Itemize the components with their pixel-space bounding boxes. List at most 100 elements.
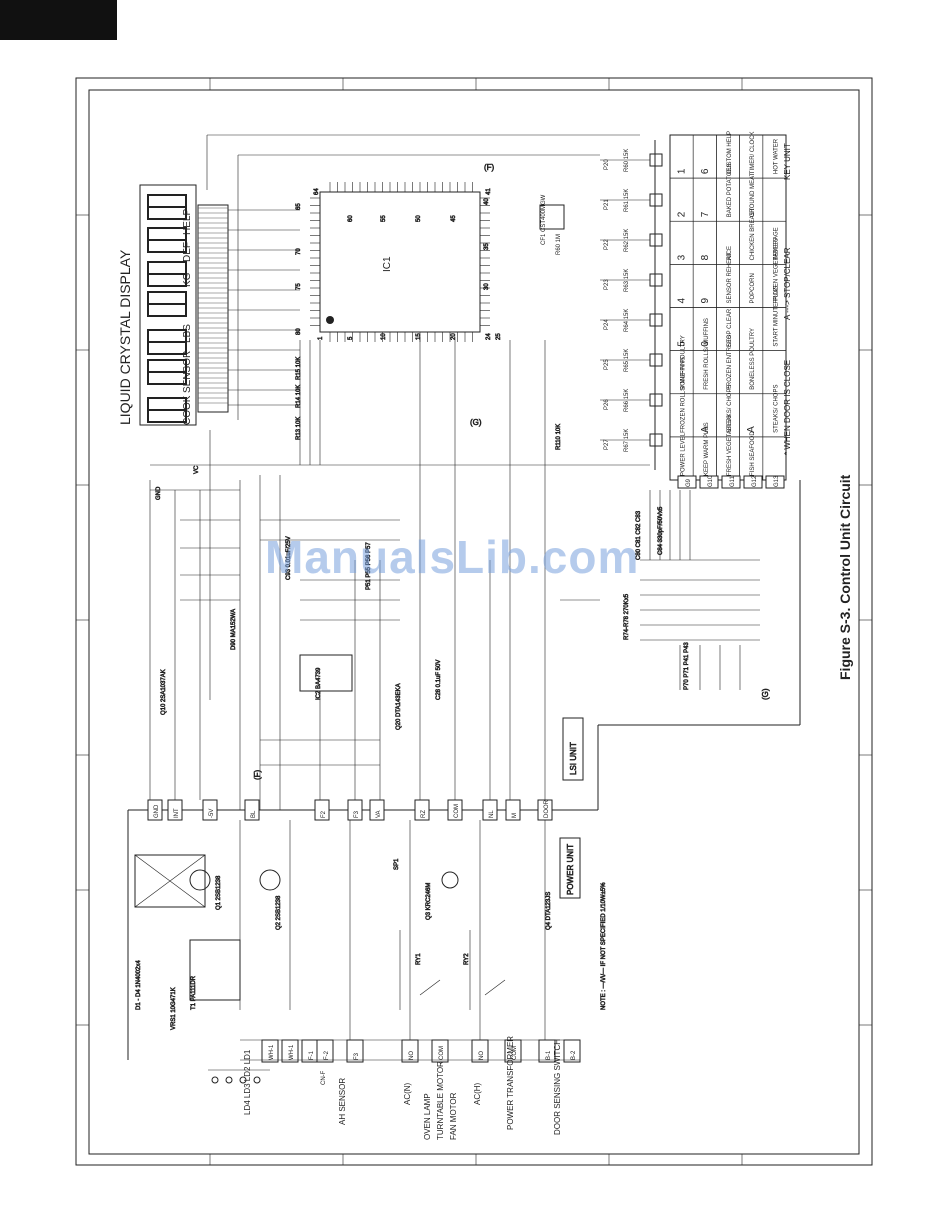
- svg-text:Q1 2SB1238: Q1 2SB1238: [216, 875, 222, 910]
- ic1-pin-number: 41: [486, 188, 492, 195]
- outer-frame: [75, 77, 873, 1166]
- svg-text:C80 C81 C82 C83: C80 C81 C82 C83: [636, 510, 642, 560]
- pull-resistor-label: R64 15K: [624, 309, 630, 332]
- keypad-legend: A ---> STOP/CLEAR: [783, 247, 792, 320]
- svg-text:T1 PA111DR: T1 PA111DR: [191, 975, 197, 1010]
- device-label: TURNTABLE MOTOR: [436, 1061, 445, 1140]
- svg-text:R14 10K: R14 10K: [296, 385, 302, 408]
- keypad-key: BAKED POTATOES: [727, 164, 733, 218]
- svg-text:P70 P71 P41 P43: P70 P71 P41 P43: [684, 642, 690, 690]
- bus-connector: INT: [174, 808, 180, 818]
- svg-text:RY1: RY1: [416, 953, 422, 965]
- svg-text:Q3 KRC246M: Q3 KRC246M: [426, 883, 432, 920]
- keypad-key: BONELESS POULTRY: [750, 328, 756, 390]
- bus-connector: -5V: [209, 809, 215, 818]
- pull-resistor-label: R66 15K: [624, 389, 630, 412]
- lcd-bus: [206, 134, 640, 700]
- svg-text:D1 - D4 1N4002x4: D1 - D4 1N4002x4: [136, 960, 142, 1010]
- keypad-key: BEVERAGE: [773, 227, 779, 260]
- left-connector: F3: [354, 1052, 360, 1060]
- keypad-key: POPCORN: [750, 273, 756, 303]
- svg-text:C93 0.01uF/25V: C93 0.01uF/25V: [286, 536, 292, 580]
- device-label: AC(H): [473, 1082, 482, 1105]
- ic1-pin-number: 24: [486, 333, 492, 340]
- lsi-analog: LSI UNIT IC2 BA4739 Q10 2SA1037AK D90 MA…: [149, 163, 770, 810]
- pull-resistor-label: R67 15K: [624, 429, 630, 452]
- bus-connector: BL: [251, 810, 257, 818]
- keypad-key: 8: [700, 254, 711, 260]
- keypad-key: 2: [677, 211, 688, 217]
- key-connector: G9: [686, 478, 692, 487]
- keypad-key: KEEP WARM PLUS: [704, 422, 710, 476]
- svg-text:SP1: SP1: [394, 858, 400, 870]
- lcd-indicator-def: DEF: [182, 242, 193, 262]
- figure-caption: Figure S-3. Control Unit Circuit: [837, 474, 853, 680]
- lsi-unit-label: LSI UNIT: [569, 742, 578, 775]
- keypad-key: 7: [700, 211, 711, 217]
- bus-connector: VA: [376, 810, 382, 818]
- lcd-digit: [147, 194, 187, 220]
- pull-resistor-label: R61 15K: [624, 189, 630, 212]
- left-connector: COM: [512, 1046, 518, 1060]
- device-label: DOOR SENSING SWITCH: [553, 1039, 562, 1135]
- device-label: POWER TRANSFORMER: [506, 1036, 515, 1130]
- port-label: P21: [604, 199, 610, 210]
- keypad-key: FROZEN ROLLS/ MUFFINS: [681, 357, 687, 433]
- keypad-key: FRESH VEGETABLES: [727, 415, 733, 476]
- port-label: P27: [604, 439, 610, 450]
- keypad-key: BONE-IN POULTRY: [681, 335, 687, 389]
- svg-text:R60 1M: R60 1M: [556, 234, 562, 255]
- svg-text:VC: VC: [194, 465, 200, 474]
- keypad-key: SENSOR REHEAT: [727, 252, 733, 303]
- led-icon: [253, 1076, 261, 1084]
- keypad-key: CHICKEN BREAST: [750, 207, 756, 260]
- svg-text:IC2 BA4739: IC2 BA4739: [316, 667, 322, 700]
- bus-connector: COM: [454, 804, 460, 818]
- keypad-key: STEAKS/ CHOPS: [727, 385, 733, 433]
- bus-connector: DOOR: [544, 799, 550, 818]
- keypad-key: A: [746, 426, 757, 433]
- keypad-key: FISH SEAFOOD: [750, 431, 756, 476]
- key-connector: G13: [774, 475, 780, 487]
- ic1-pin-number: 65: [296, 203, 302, 210]
- port-label: P23: [604, 279, 610, 290]
- svg-text:Q4 DTA123JS: Q4 DTA123JS: [546, 892, 552, 930]
- ic1-label: IC1: [382, 256, 393, 272]
- ic1-pin-number: 5: [348, 336, 354, 340]
- led-icon: [239, 1076, 247, 1084]
- power-unit-label: POWER UNIT: [566, 844, 575, 895]
- keypad-key: TIMER/ CLOCK: [750, 131, 756, 174]
- key-connector: G10: [708, 475, 714, 487]
- svg-text:R110 10K: R110 10K: [556, 424, 562, 450]
- keypad-key: STOP CLEAR: [727, 308, 733, 346]
- lcd-title: LIQUID CRYSTAL DISPLAY: [117, 249, 133, 425]
- keypad-key: HOT WATER: [773, 138, 779, 174]
- port-label: P26: [604, 399, 610, 410]
- ic1-pin-number: 35: [484, 243, 490, 250]
- port-label: P20: [604, 159, 610, 170]
- ic1-pin-number: 60: [348, 215, 354, 222]
- svg-text:C28 0.1uF 50V: C28 0.1uF 50V: [436, 660, 442, 700]
- ic1-pin-number: 55: [381, 215, 387, 222]
- device-label: FAN MOTOR: [449, 1092, 458, 1140]
- keypad-key: A: [700, 426, 711, 433]
- ic1-pin-number: 25: [496, 333, 502, 340]
- keypad-key: FROZEN ENTREES: [727, 335, 733, 390]
- left-connector: WH-1: [289, 1044, 295, 1060]
- lcd-display: LIQUID CRYSTAL DISPLAY COOK SENSOR LBS K…: [117, 184, 229, 426]
- port-label: P25: [604, 359, 610, 370]
- keypad-key: CUSTOM HELP: [727, 131, 733, 174]
- keypad-key: FRESH ROLLS/ MUFFINS: [704, 318, 710, 390]
- svg-text:Q10 2SA1037AK: Q10 2SA1037AK: [161, 669, 167, 715]
- left-connector: B-1: [546, 1050, 552, 1060]
- key-connector: G12: [752, 475, 758, 487]
- bus-connector: GND: [154, 804, 160, 818]
- key-connector: G11: [730, 475, 736, 487]
- bus-connector: RZ: [421, 810, 427, 818]
- keypad-key: POWER LEVEL: [681, 432, 687, 476]
- keypad-key: START MINUTE PLUS: [773, 286, 779, 347]
- power-note: NOTE : —/\/\/— IF NOT SPECIFIED 1/10W±5%: [601, 882, 607, 1010]
- ic1-pin-number: 80: [296, 328, 302, 335]
- lcd-indicator-lbs: LBS: [182, 324, 193, 343]
